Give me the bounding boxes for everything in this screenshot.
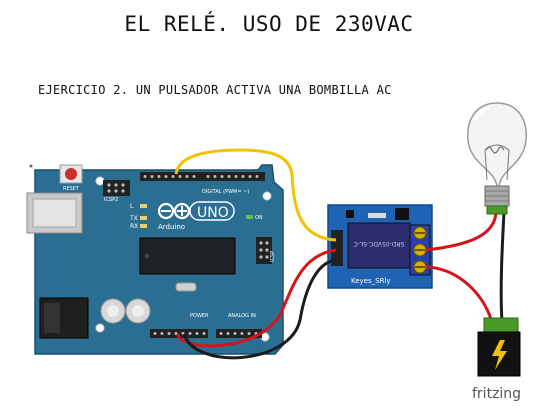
- arduino-brand: Arduino: [158, 223, 185, 231]
- relay-cube: [347, 222, 411, 269]
- wire-red-plug: [425, 265, 494, 323]
- led-tx-label: TX: [129, 215, 138, 222]
- wire-red-lamp: [425, 211, 498, 252]
- page-title: EL RELÉ. USO DE 230VAC: [124, 12, 414, 36]
- led-rx-label: RX: [130, 223, 138, 230]
- icsp-header: [256, 237, 272, 264]
- reset-label: RESET: [63, 186, 80, 192]
- analog-label: ANALOG IN: [228, 313, 256, 319]
- icsp2-label: ICSP2: [104, 197, 118, 203]
- on-label: ON: [255, 215, 263, 221]
- arduino-logo: [157, 201, 235, 221]
- led-l-label: L: [130, 203, 134, 210]
- arduino-uno-board: DIGITAL (PWM= ~) L TX RX UNO Arduino RES…: [26, 164, 284, 355]
- analog-pin-header: [216, 329, 262, 338]
- wire-red-5v: [176, 248, 337, 348]
- relay-module: SRD-05VDC-SL-C Keyes_SRly: [327, 204, 433, 289]
- wire-black-gnd: [182, 258, 337, 360]
- fritzing-watermark: fritzing: [472, 386, 522, 402]
- uno-logo-text: UNO: [197, 205, 229, 221]
- ac-power-plug: [477, 317, 521, 377]
- icsp-label: ICSP: [270, 251, 276, 262]
- relay-screw-terminal: [409, 224, 431, 276]
- relay-model-label: SRD-05VDC-SL-C: [354, 240, 405, 247]
- wires: [174, 148, 506, 360]
- exercise-subtitle: EJERCICIO 2. UN PULSADOR ACTIVA UNA BOMB…: [38, 83, 392, 97]
- power-label: POWER: [190, 313, 209, 319]
- atmega-chip: [139, 237, 236, 275]
- icsp2-header: [103, 180, 130, 196]
- wire-black-neutral: [499, 211, 506, 323]
- digital-pin-header: [140, 172, 265, 181]
- light-bulb: [467, 102, 527, 215]
- relay-brand-label: Keyes_SRly: [351, 277, 391, 285]
- wire-yellow-signal: [174, 148, 337, 242]
- digital-label: DIGITAL (PWM= ~): [202, 189, 249, 195]
